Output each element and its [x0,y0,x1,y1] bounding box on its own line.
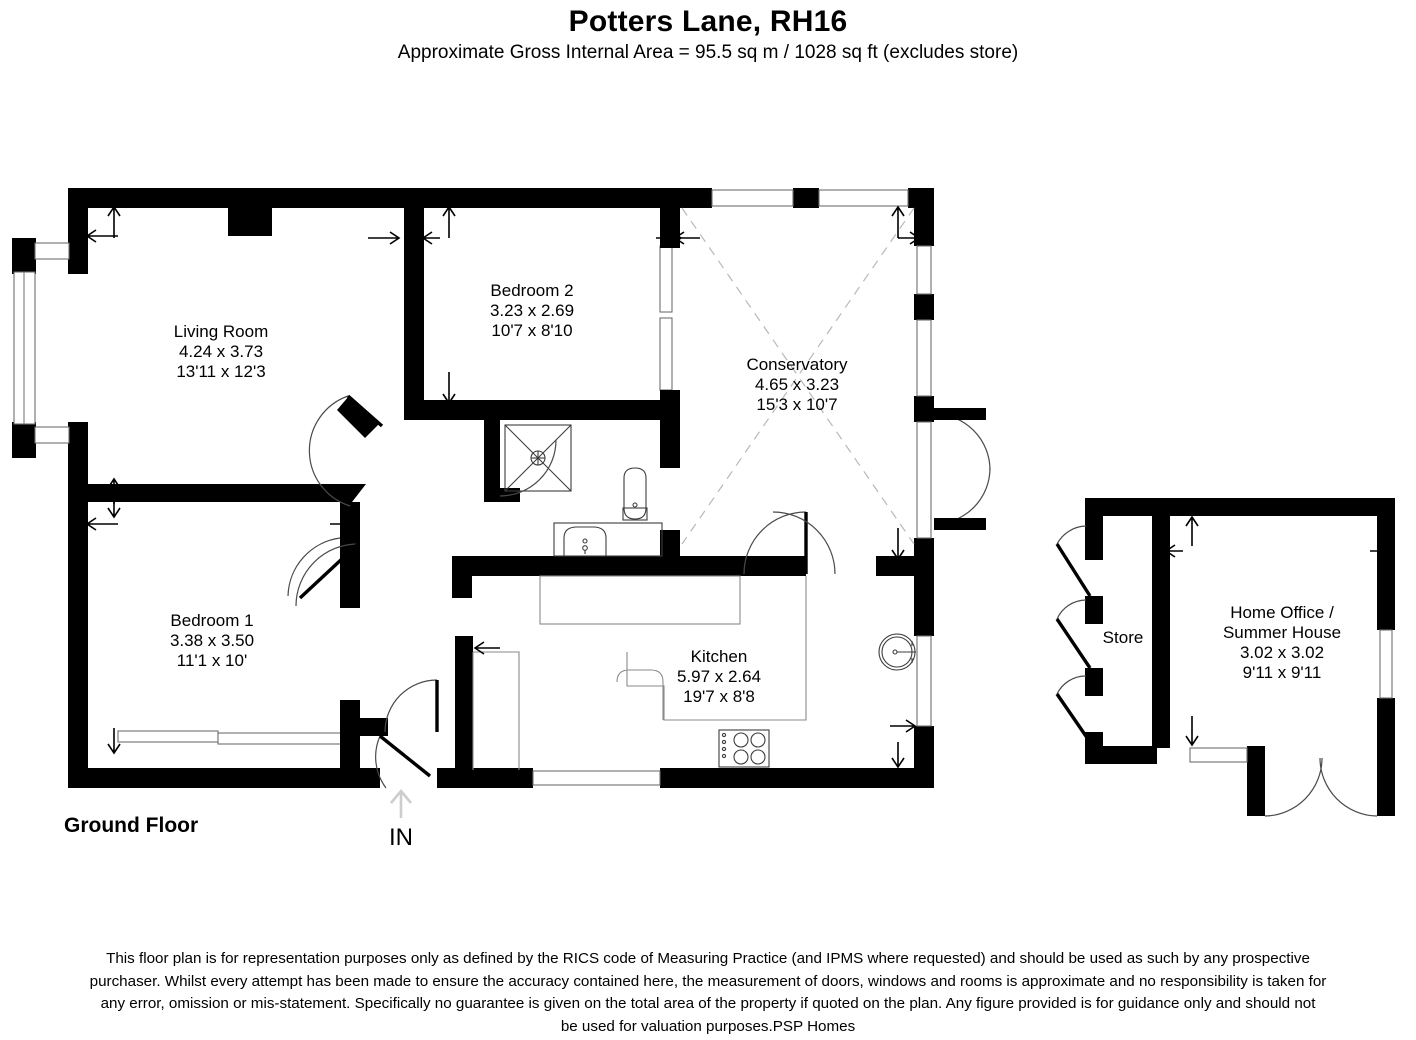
conservatory-roof-diagonals [681,207,915,545]
room-name-kitchen: Kitchen [691,647,748,666]
basin-icon [563,526,607,556]
bathroom-fixtures [504,424,741,625]
outbuilding-dimension-arrows [1164,515,1393,747]
room-labels: Living Room 4.24 x 3.73 13'11 x 12'3 Bed… [170,281,1341,706]
hob-icon [718,729,770,768]
room-imperial-living-room: 13'11 x 12'3 [176,362,265,381]
room-metric-conservatory: 4.65 x 3.23 [755,375,839,394]
disclaimer-line-1: This floor plan is for representation pu… [106,950,1310,967]
area-subtitle: Approximate Gross Internal Area = 95.5 s… [397,42,1019,63]
disclaimer-line-2: purchaser. Whilst every attempt has been… [89,972,1327,990]
header: Potters Lane, RH16 Approximate Gross Int… [0,0,1416,65]
disclaimer-line-4: be used for valuation purposes.PSP Homes [560,1017,856,1035]
kitchen-fixtures [472,576,916,770]
room-name2-home-office: Summer House [1223,623,1341,642]
dimension-arrows [85,205,921,769]
room-metric-bedroom-2: 3.23 x 2.69 [490,301,574,320]
room-name-store: Store [1103,628,1144,647]
room-imperial-bedroom-1: 11'1 x 10' [177,651,247,670]
floor-label: Ground Floor [64,814,198,837]
outbuilding-windows [1189,629,1393,763]
room-metric-kitchen: 5.97 x 2.64 [677,667,761,686]
page-title: Potters Lane, RH16 [568,5,848,38]
store-bifold-doors [1055,525,1092,743]
room-name-bedroom-2: Bedroom 2 [490,281,573,300]
floor-label-group: Ground Floor [64,814,198,837]
windows [13,189,932,786]
main-house-walls [12,188,934,788]
room-imperial-conservatory: 15'3 x 10'7 [756,395,837,414]
room-metric-bedroom-1: 3.38 x 3.50 [170,631,254,650]
disclaimer: This floor plan is for representation pu… [0,948,1416,1038]
entrance-marker: IN [389,788,413,851]
outbuilding-walls [1085,498,1395,816]
room-name-conservatory: Conservatory [746,355,848,374]
sink-icon [878,633,916,671]
room-metric-living-room: 4.24 x 3.73 [179,342,263,361]
room-imperial-home-office: 9'11 x 9'11 [1243,663,1322,682]
room-name-home-office: Home Office / [1230,603,1334,622]
shower-icon [504,424,572,492]
home-office-double-doors [1264,757,1378,817]
entrance-label: IN [389,824,413,851]
toilet-icon [622,467,648,521]
room-imperial-bedroom-2: 10'7 x 8'10 [491,321,572,340]
doors [287,394,991,789]
disclaimer-line-3: any error, omission or mis-statement. Sp… [100,995,1316,1012]
room-imperial-kitchen: 19'7 x 8'8 [683,687,755,706]
room-name-bedroom-1: Bedroom 1 [170,611,253,630]
room-name-living-room: Living Room [174,322,269,341]
room-metric-home-office: 3.02 x 3.02 [1240,643,1324,662]
